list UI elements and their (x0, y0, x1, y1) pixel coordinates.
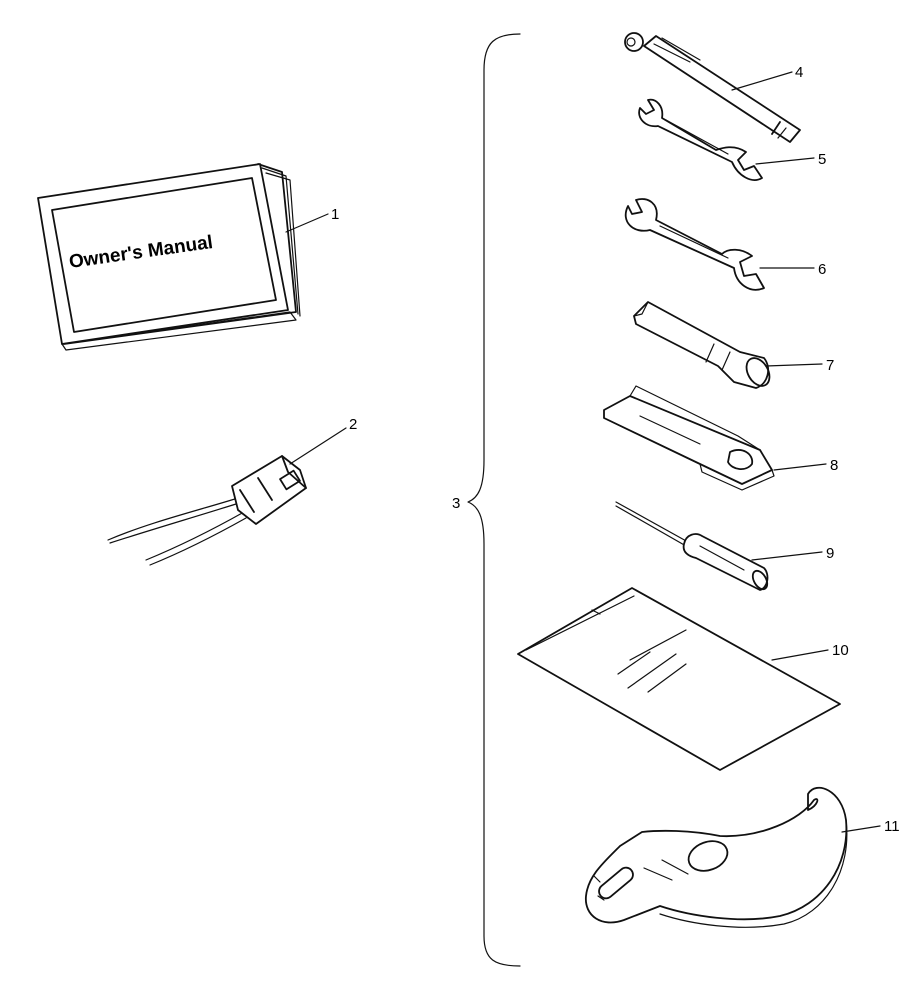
leader-11 (841, 825, 881, 833)
callout-3: 3 (452, 495, 460, 512)
callout-7: 7 (826, 357, 834, 374)
callout-5: 5 (818, 151, 826, 168)
callout-11: 11 (884, 818, 900, 835)
spark-plug-tool (624, 32, 801, 143)
wire-connector (107, 455, 307, 566)
large-wrench (624, 198, 765, 291)
screwdriver (615, 501, 769, 591)
callout-6: 6 (818, 261, 826, 278)
callout-2: 2 (349, 416, 357, 433)
leader-2 (289, 427, 347, 465)
socket-tube (633, 301, 771, 389)
tool-bracket (603, 385, 775, 491)
small-wrench (638, 98, 763, 181)
callout-4: 4 (795, 64, 803, 81)
leader-7 (765, 363, 823, 367)
leader-10 (771, 649, 829, 661)
callout-8: 8 (830, 457, 838, 474)
plastic-bag (517, 587, 841, 771)
leader-4 (731, 71, 793, 91)
leader-5 (755, 157, 815, 165)
owners-manual: Owner's Manual (37, 163, 301, 351)
leader-8 (773, 463, 827, 471)
callout-1: 1 (331, 206, 339, 223)
leader-1 (285, 213, 329, 233)
callout-9: 9 (826, 545, 834, 562)
tool-kit-brace (467, 33, 521, 967)
hook-plate (585, 786, 848, 928)
callout-10: 10 (832, 642, 849, 659)
leader-9 (751, 551, 823, 561)
